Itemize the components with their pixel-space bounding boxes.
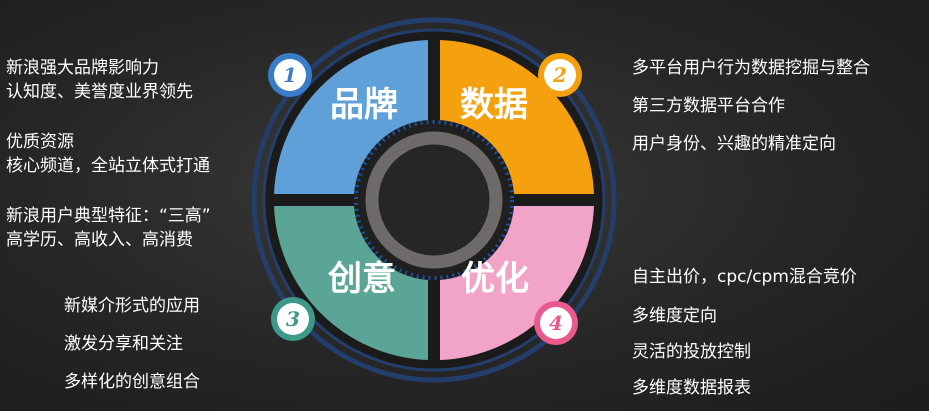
optimize-desc-line-2: 多维度定向	[632, 306, 717, 326]
badge-4: 4	[534, 301, 578, 345]
optimize-desc-line-1: 自主出价，cpc/cpm混合竞价	[632, 267, 857, 287]
creative-quadrant	[274, 206, 428, 360]
data-desc-line-2: 第三方数据平台合作	[632, 96, 785, 116]
data-quadrant	[440, 40, 594, 194]
optimize-desc-line-4: 多维度数据报表	[632, 378, 751, 398]
outer-ring	[251, 17, 617, 383]
hub-dotted-ring	[354, 120, 514, 280]
optimize-quadrant	[440, 206, 594, 360]
optimize-label: 优化	[461, 259, 529, 299]
brand-desc-line-4: 核心频道，全站立体式打通	[6, 156, 210, 176]
brand-quadrant	[274, 40, 428, 194]
badge-2: 2	[538, 53, 582, 97]
badge-3: 3	[271, 297, 315, 341]
creative-desc-line-3: 多样化的创意组合	[64, 372, 200, 392]
data-desc-line-3: 用户身份、兴趣的精准定向	[632, 134, 836, 154]
brand-desc-line-6: 高学历、高收入、高消费	[6, 230, 193, 250]
brand-desc-line-5: 新浪用户典型特征：“三高”	[6, 206, 211, 226]
data-desc-line-1: 多平台用户行为数据挖掘与整合	[632, 58, 870, 78]
creative-desc-line-1: 新媒介形式的应用	[64, 296, 200, 316]
brand-desc-line-2: 认知度、美誉度业界领先	[6, 82, 193, 102]
brand-label: 品牌	[330, 85, 398, 125]
creative-desc-line-2: 激发分享和关注	[64, 334, 183, 354]
badge-3-number: 3	[286, 307, 300, 331]
data-label: 数据	[460, 85, 528, 125]
optimize-desc-line-3: 灵活的投放控制	[632, 342, 751, 362]
brand-desc-line-3: 优质资源	[6, 132, 74, 152]
badge-1: 1	[268, 53, 312, 97]
badge-2-number: 2	[552, 63, 567, 87]
hub-core	[379, 145, 489, 255]
creative-label: 创意	[327, 259, 396, 299]
badge-4-number: 4	[549, 311, 563, 335]
badge-1-number: 1	[283, 63, 297, 87]
brand-desc-line-1: 新浪强大品牌影响力	[6, 58, 159, 78]
hub-gray-ring	[365, 131, 503, 269]
